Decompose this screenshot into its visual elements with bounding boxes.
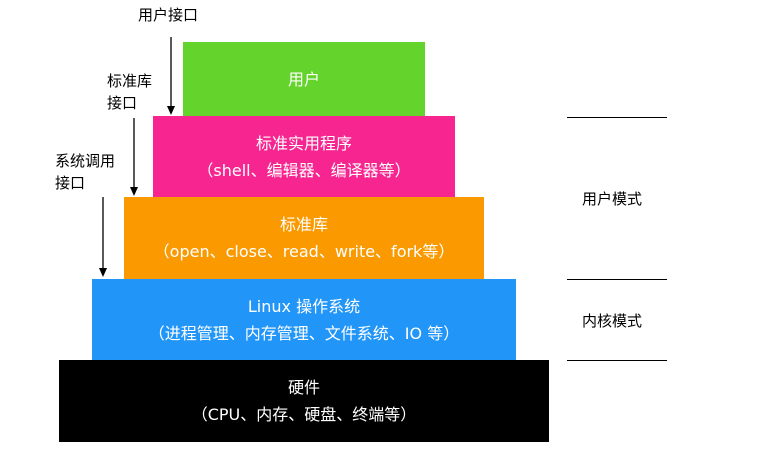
layer-linux-os-title: Linux 操作系统 xyxy=(247,296,361,316)
syscall-interface-line2: 接口 xyxy=(55,174,86,192)
mode-divider-middle xyxy=(567,279,667,280)
layer-hardware-title: 硬件 xyxy=(287,378,320,397)
layer-standard-library: 标准库 （open、close、read、write、fork等） xyxy=(124,197,484,279)
kernel-mode-text: 内核模式 xyxy=(582,312,643,330)
layer-linux-os: Linux 操作系统 （进程管理、内存管理、文件系统、IO 等） xyxy=(92,279,516,360)
user-mode-text: 用户模式 xyxy=(582,190,643,208)
kernel-mode-label: 内核模式 xyxy=(582,310,642,332)
user-mode-label: 用户模式 xyxy=(582,188,642,210)
stdlib-interface-label: 标准库 接口 xyxy=(107,70,152,114)
layer-hardware-subtitle: （CPU、内存、硬盘、终端等） xyxy=(191,405,417,424)
stdlib-interface-line1: 标准库 xyxy=(107,72,153,90)
layer-standard-utilities: 标准实用程序 （shell、编辑器、编译器等） xyxy=(153,116,455,197)
stdlib-interface-arrow xyxy=(130,118,138,196)
layer-standard-utilities-subtitle: （shell、编辑器、编译器等） xyxy=(197,160,411,180)
layer-linux-os-subtitle: （进程管理、内存管理、文件系统、IO 等） xyxy=(148,323,460,343)
layer-hardware: 硬件 （CPU、内存、硬盘、终端等） xyxy=(59,360,549,442)
syscall-interface-arrow xyxy=(99,197,107,277)
layer-user-title: 用户 xyxy=(287,69,320,89)
syscall-interface-line1: 系统调用 xyxy=(55,152,116,170)
syscall-interface-label: 系统调用 接口 xyxy=(55,150,115,194)
layer-standard-library-subtitle: （open、close、read、write、fork等） xyxy=(153,242,455,261)
user-interface-label: 用户接口 xyxy=(138,4,198,26)
layer-user: 用户 xyxy=(183,42,425,116)
user-interface-arrow xyxy=(167,37,175,115)
user-interface-text: 用户接口 xyxy=(138,6,199,24)
layer-standard-utilities-title: 标准实用程序 xyxy=(255,133,352,153)
mode-divider-top xyxy=(567,117,667,118)
stdlib-interface-line2: 接口 xyxy=(107,94,138,112)
layer-standard-library-title: 标准库 xyxy=(279,215,328,234)
mode-divider-bottom xyxy=(567,360,667,361)
